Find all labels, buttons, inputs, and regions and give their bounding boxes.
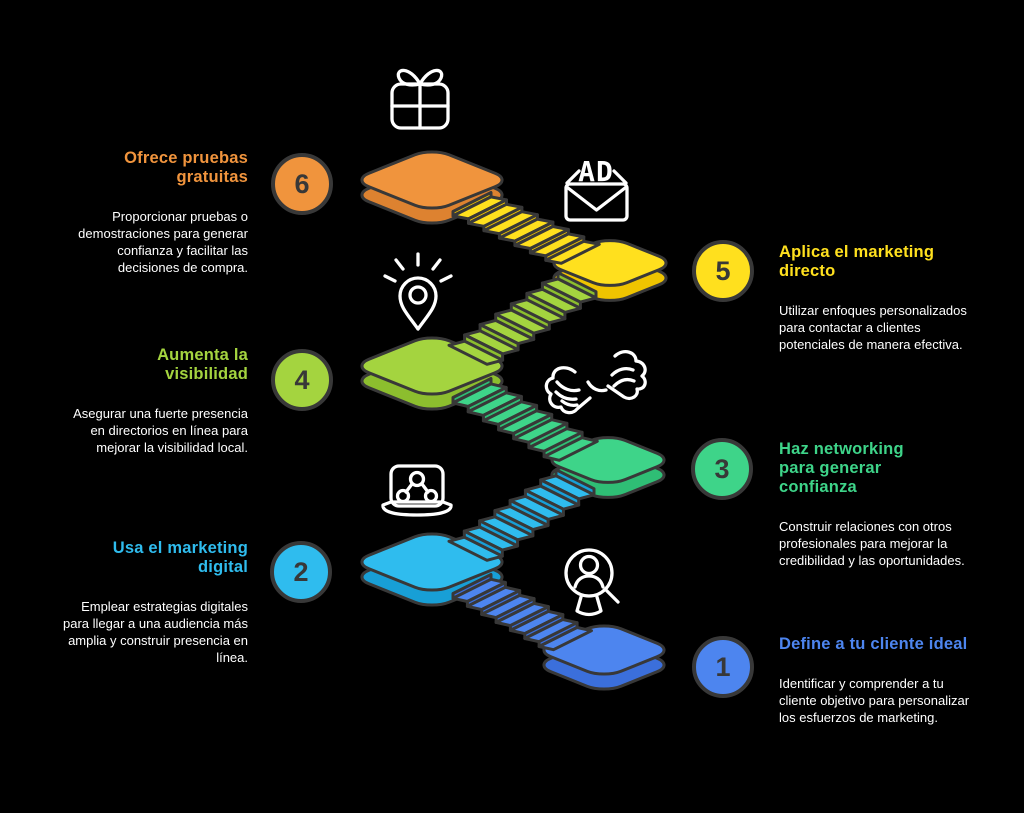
step-2-description: Emplear estrategias digitales para llega… [62, 599, 248, 665]
step-2-badge: 2 [270, 541, 332, 603]
handshake-icon [544, 350, 647, 415]
step-5-text: Aplica el marketing directo Utilizar enf… [779, 243, 984, 353]
step-3-text: Haz networking para generar confianza Co… [779, 440, 984, 569]
step-3-title: Haz networking para generar confianza [779, 440, 904, 496]
location-pin-rays-icon [383, 252, 453, 331]
stair-flight-5-4 [447, 271, 598, 366]
ad-envelope-icon: AD [564, 155, 629, 222]
step-4-text: Aumenta la visibilidad Asegurar una fuer… [58, 346, 248, 456]
step-1-text: Define a tu cliente ideal Identificar y … [779, 635, 984, 726]
step-1-title: Define a tu cliente ideal [779, 635, 968, 653]
step-6-text: Ofrece pruebas gratuitas Proporcionar pr… [58, 149, 248, 276]
step-2-title: Usa el marketing digital [112, 539, 248, 576]
gift-icon [390, 68, 450, 130]
step-3-description: Construir relaciones con otros profesion… [779, 519, 965, 568]
step-1-badge: 1 [692, 636, 754, 698]
step-4-description: Asegurar una fuerte presencia en directo… [73, 406, 248, 455]
step-3-badge: 3 [691, 438, 753, 500]
laptop-network-icon [381, 464, 453, 517]
stair-flight-3-2 [447, 468, 596, 562]
step-4-badge: 4 [271, 349, 333, 411]
staircase-art [352, 148, 676, 693]
step-6-title: Ofrece pruebas gratuitas [124, 149, 248, 186]
step-5-badge: 5 [692, 240, 754, 302]
step-2-text: Usa el marketing digital Emplear estrate… [58, 539, 248, 666]
stair-flight-4-3 [451, 377, 599, 462]
stair-flight-6-5 [451, 191, 601, 265]
stair-flight-2-1 [451, 573, 593, 652]
person-search-icon [564, 548, 620, 617]
step-6-description: Proporcionar pruebas o demostraciones pa… [78, 209, 248, 275]
step-6-badge: 6 [271, 153, 333, 215]
step-1-description: Identificar y comprender a tu cliente ob… [779, 676, 970, 725]
step-5-description: Utilizar enfoques personalizados para co… [779, 303, 967, 352]
step-5-title: Aplica el marketing directo [779, 243, 935, 280]
step-4-title: Aumenta la visibilidad [157, 346, 248, 383]
